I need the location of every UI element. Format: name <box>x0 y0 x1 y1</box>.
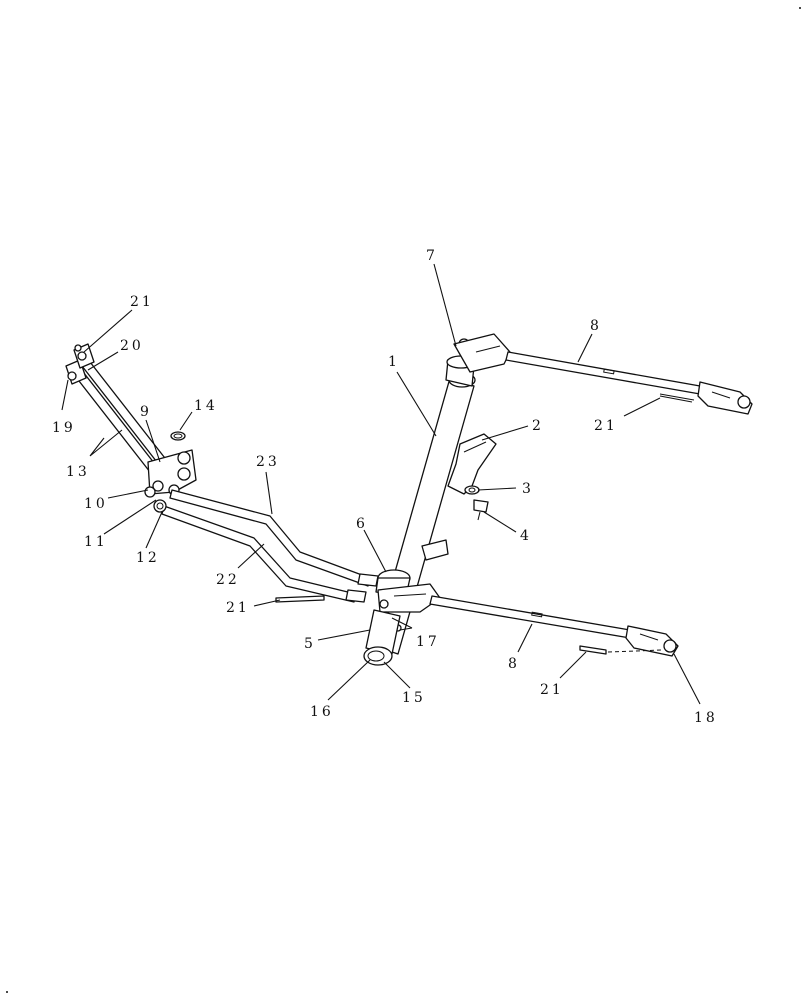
leader-lines <box>61 263 701 705</box>
callout-17: 17 <box>416 634 440 650</box>
callout-15: 15 <box>402 690 426 706</box>
part-8-upper-rod <box>505 351 701 395</box>
callout-11: 11 <box>84 534 108 550</box>
part-8-lower-rod <box>429 595 631 639</box>
callout-5: 5 <box>304 636 316 652</box>
part-14-snap-ring <box>170 431 186 441</box>
corner-mark <box>799 7 801 9</box>
callout-22: 22 <box>216 572 240 588</box>
part-22-rod <box>161 505 357 603</box>
callout-20: 20 <box>120 338 144 354</box>
lower-clevis <box>377 583 441 613</box>
part-21-pin-upper <box>659 393 695 403</box>
rod-end-fittings <box>345 573 379 603</box>
lower-right-clevis <box>625 625 679 657</box>
callout-21-lower-right: 21 <box>540 682 564 698</box>
callout-9: 9 <box>140 404 152 420</box>
callout-13: 13 <box>66 464 90 480</box>
part-23-rod <box>169 489 371 587</box>
part-15-16-end-cap <box>363 646 393 666</box>
part-3-washer <box>464 485 480 495</box>
callout-4: 4 <box>520 528 532 544</box>
callout-21-top: 21 <box>130 294 154 310</box>
callout-21-upper-right: 21 <box>594 418 618 434</box>
corner-mark <box>6 991 8 993</box>
part-4-bolt <box>473 499 489 521</box>
callout-23: 23 <box>256 454 280 470</box>
callout-19: 19 <box>52 420 76 436</box>
callout-2: 2 <box>532 418 544 434</box>
callout-7: 7 <box>426 248 438 264</box>
part-19-20-bracket <box>65 343 95 385</box>
callout-12: 12 <box>136 550 160 566</box>
callout-3: 3 <box>522 481 534 497</box>
callout-14: 14 <box>194 398 218 414</box>
callout-1: 1 <box>388 354 400 370</box>
upper-right-clevis <box>697 381 753 415</box>
callout-6: 6 <box>356 516 368 532</box>
part-21-pin-center <box>275 595 325 603</box>
callout-10: 10 <box>84 496 108 512</box>
callout-16: 16 <box>310 704 334 720</box>
part-21-pin-lower-right <box>579 645 663 655</box>
callout-8-upper: 8 <box>590 318 602 334</box>
callout-labels: 1 2 3 4 5 6 7 8 8 9 10 11 12 13 14 15 16… <box>52 248 718 726</box>
callout-21-center: 21 <box>226 600 250 616</box>
callout-18: 18 <box>694 710 718 726</box>
callout-8-lower: 8 <box>508 656 520 672</box>
part-10-11-12-bushings <box>144 486 167 513</box>
